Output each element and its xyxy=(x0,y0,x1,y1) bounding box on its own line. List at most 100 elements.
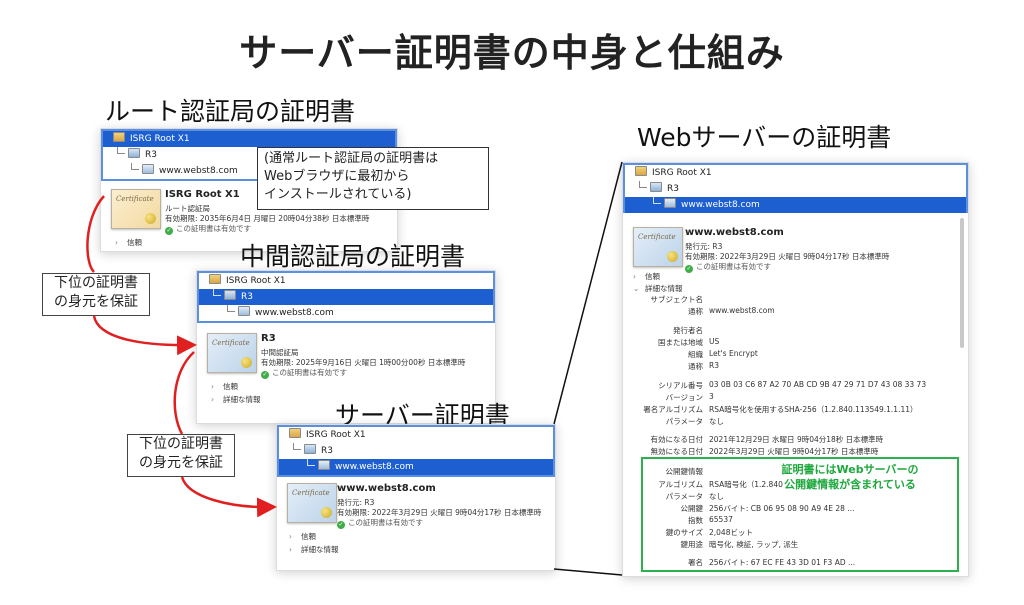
detail-key: 通称 xyxy=(688,362,703,371)
web-server-cert-panel: ISRG Root X1 R3 www.webst8.com Certifica… xyxy=(622,162,969,577)
cert-expiry: 有効期限: 2022年3月29日 火曜日 9時04分17秒 日本標準時 xyxy=(337,508,542,517)
details-disclosure[interactable]: ›詳細な情報 xyxy=(289,545,339,554)
detail-value: RSA暗号化（1.2.840 xyxy=(709,480,783,489)
public-key-note: 証明書にはWebサーバーの 公開鍵情報が含まれている xyxy=(781,463,919,491)
cert-status: ✓この証明書は有効です xyxy=(337,518,423,529)
tree-item-root[interactable]: ISRG Root X1 xyxy=(103,131,395,147)
intermediate-cert-panel: ISRG Root X1 R3 www.webst8.com Certifica… xyxy=(196,270,496,424)
tree-item-leaf[interactable]: www.webst8.com xyxy=(199,305,493,321)
tree-item-leaf[interactable]: www.webst8.com xyxy=(279,459,553,475)
detail-value: 65537 xyxy=(709,515,733,524)
cert-tree: ISRG Root X1 R3 www.webst8.com xyxy=(623,163,968,213)
cert-status: ✓この証明書は有効です xyxy=(685,262,771,273)
detail-value: www.webst8.com xyxy=(709,306,775,315)
tree-item-root[interactable]: ISRG Root X1 xyxy=(625,165,966,181)
intermediate-cert-icon xyxy=(128,148,140,158)
leaf-cert-icon xyxy=(664,198,676,208)
detail-value: R3 xyxy=(709,361,719,370)
cert-expiry: 有効期限: 2025年9月16日 火曜日 1時00分00秒 日本標準時 xyxy=(261,358,466,367)
certificate-image: Certificate xyxy=(111,189,161,229)
detail-key: サブジェクト名 xyxy=(650,295,704,304)
leaf-cert-icon xyxy=(142,164,154,174)
guarantee-arrow-1 xyxy=(92,315,197,356)
tree-item-intermediate[interactable]: R3 xyxy=(199,289,493,305)
root-cert-icon xyxy=(289,428,301,438)
detail-key: 公開鍵 xyxy=(680,504,704,513)
cert-issuer: 発行元: R3 xyxy=(685,242,723,251)
check-icon: ✓ xyxy=(337,521,345,529)
connector-line-bottom xyxy=(553,568,623,576)
intermediate-cert-icon xyxy=(304,444,316,454)
detail-value: US xyxy=(709,337,720,346)
detail-key: 鍵のサイズ xyxy=(665,528,703,537)
detail-value: 2,048ビット xyxy=(709,528,753,537)
cert-type: 中間認証局 xyxy=(261,348,299,357)
intermediate-cert-icon xyxy=(650,182,662,192)
detail-key: アルゴリズム xyxy=(658,480,703,489)
detail-key: 発行者名 xyxy=(673,326,703,335)
tree-item-root[interactable]: ISRG Root X1 xyxy=(279,427,553,443)
trust-disclosure[interactable]: ›信頼 xyxy=(289,532,316,541)
root-install-callout: (通常ルート認証局の証明書は Webブラウザに最初から インストールされている) xyxy=(257,147,489,210)
guarantee-arrow-2 xyxy=(180,476,277,518)
cert-status: ✓この証明書は有効です xyxy=(165,224,251,235)
tree-item-intermediate[interactable]: R3 xyxy=(625,181,966,197)
trust-disclosure[interactable]: ›信頼 xyxy=(211,382,238,391)
tree-item-root[interactable]: ISRG Root X1 xyxy=(199,273,493,289)
cert-status: ✓この証明書は有効です xyxy=(261,368,347,379)
detail-value: 03 0B 03 C6 87 A2 70 AB CD 9B 47 29 71 D… xyxy=(709,380,927,389)
detail-key: 公開鍵情報 xyxy=(665,467,704,476)
tree-item-intermediate[interactable]: R3 xyxy=(279,443,553,459)
detail-key: 国または地域 xyxy=(658,338,703,347)
server-cert-panel: ISRG Root X1 R3 www.webst8.com Certifica… xyxy=(276,424,556,571)
detail-key: シリアル番号 xyxy=(658,381,703,390)
cert-tree: ISRG Root X1 R3 www.webst8.com xyxy=(197,271,495,323)
check-icon: ✓ xyxy=(685,265,693,273)
connector-line-top xyxy=(553,161,623,425)
page-title: サーバー証明書の中身と仕組み xyxy=(239,31,785,75)
detail-key: 署名アルゴリズム xyxy=(643,405,703,414)
detail-value: Let's Encrypt xyxy=(709,349,758,358)
cert-type: ルート認証局 xyxy=(165,204,210,213)
cert-tree: ISRG Root X1 R3 www.webst8.com xyxy=(277,425,555,477)
check-icon: ✓ xyxy=(261,371,269,379)
tree-item-leaf[interactable]: www.webst8.com xyxy=(625,197,966,213)
public-key-highlight xyxy=(641,457,959,572)
certificate-image: Certificate xyxy=(633,227,683,267)
scrollbar[interactable] xyxy=(960,218,964,348)
tree-item-intermediate[interactable]: R3 xyxy=(103,147,395,163)
detail-key: パラメータ xyxy=(665,492,703,501)
intermediate-cert-icon xyxy=(224,290,236,300)
details-disclosure[interactable]: ›詳細な情報 xyxy=(211,395,261,404)
cert-name: ISRG Root X1 xyxy=(165,189,240,200)
detail-key: 有効になる日付 xyxy=(650,435,704,444)
cert-issuer: 発行元: R3 xyxy=(337,498,375,507)
detail-key: パラメータ xyxy=(665,417,703,426)
cert-name: www.webst8.com xyxy=(337,483,436,494)
root-cert-icon xyxy=(209,274,221,284)
certificate-image: Certificate xyxy=(287,483,337,523)
cert-expiry: 有効期限: 2035年6月4日 月曜日 20時04分38秒 日本標準時 xyxy=(165,214,370,223)
trust-disclosure[interactable]: ›信頼 xyxy=(115,238,142,247)
detail-value: 256バイト: CB 06 95 08 90 A9 4E 28 ... xyxy=(709,504,855,513)
guarantee-arrow-2-top xyxy=(173,351,195,435)
detail-value: 暗号化, 検証, ラップ, 派生 xyxy=(709,540,799,549)
root-cert-icon xyxy=(635,166,647,176)
detail-key: 指数 xyxy=(688,516,703,525)
detail-key: 鍵用途 xyxy=(680,540,704,549)
trust-disclosure[interactable]: ›信頼 xyxy=(633,272,660,281)
heading-root-ca: ルート認証局の証明書 xyxy=(105,97,356,126)
root-cert-icon xyxy=(113,132,125,142)
cert-expiry: 有効期限: 2022年3月29日 火曜日 9時04分17秒 日本標準時 xyxy=(685,252,890,261)
tree-item-leaf[interactable]: www.webst8.com xyxy=(103,163,395,179)
details-disclosure[interactable]: ⌄詳細な情報 xyxy=(633,284,683,293)
leaf-cert-icon xyxy=(238,306,250,316)
detail-value: なし xyxy=(709,417,724,426)
certificate-image: Certificate xyxy=(207,333,257,373)
leaf-cert-icon xyxy=(318,460,330,470)
detail-key: 通称 xyxy=(688,307,703,316)
cert-name: R3 xyxy=(261,333,276,344)
detail-value: 2022年3月29日 火曜日 9時04分17秒 日本標準時 xyxy=(709,447,879,456)
detail-value: 256バイト: 67 EC FE 43 3D 01 F3 AD ... xyxy=(709,558,856,567)
